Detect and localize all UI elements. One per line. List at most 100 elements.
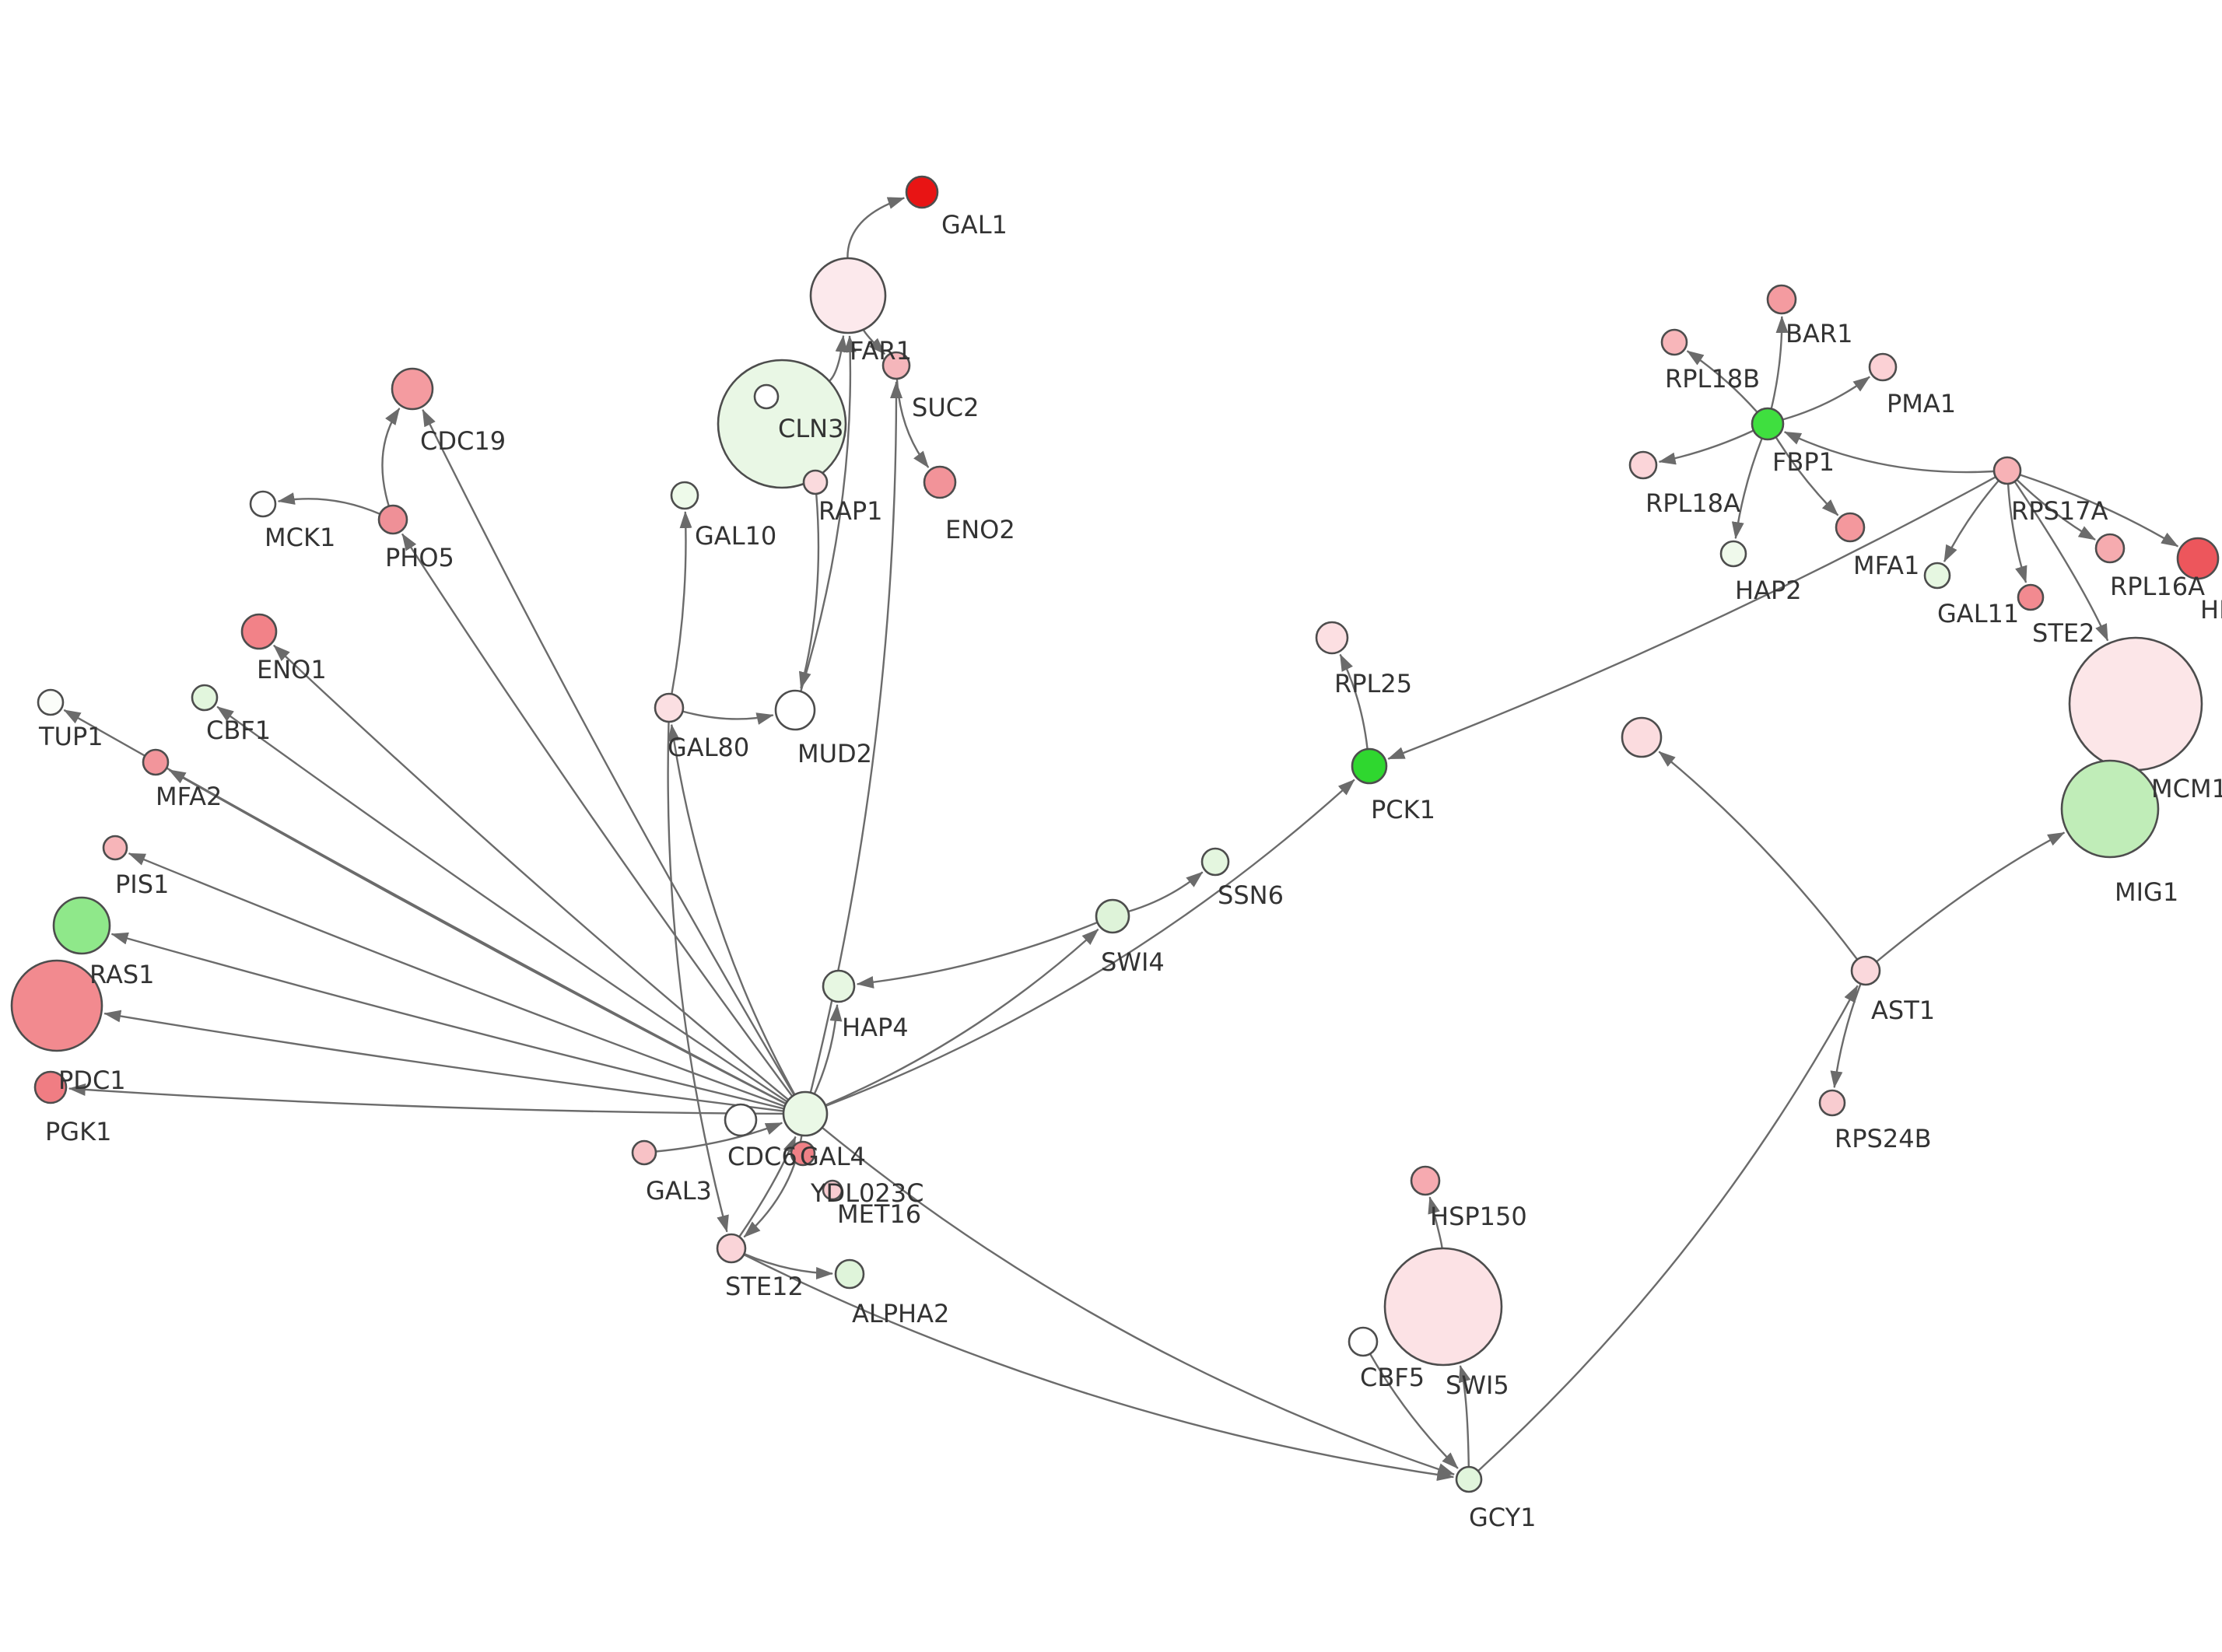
edge-MUD2-FAR1[interactable]: [800, 335, 857, 692]
node-STE2[interactable]: [2017, 583, 2045, 611]
node-YDL023C[interactable]: [790, 1140, 816, 1167]
edge-STE12-ALPHA2[interactable]: [744, 1252, 833, 1280]
node-RPS17A[interactable]: [1992, 456, 2022, 485]
node-GAL80[interactable]: [654, 692, 685, 723]
node-FAR1[interactable]: [809, 257, 887, 334]
edge-SWI4-SSN6[interactable]: [1127, 871, 1204, 913]
edge-PHO5-MCK1[interactable]: [277, 492, 380, 516]
edge-PCK1-RPL25[interactable]: [1339, 653, 1369, 750]
edge-AST1-UN2[interactable]: [1658, 751, 1859, 961]
node-RPS24B[interactable]: [1818, 1089, 1846, 1117]
edge-GAL80-MUD2[interactable]: [682, 710, 774, 725]
edge-RPS17A-FBP1[interactable]: [1783, 431, 1995, 474]
node-RPL16A[interactable]: [2094, 533, 2126, 564]
node-SSN6[interactable]: [1200, 847, 1230, 877]
node-GAL1[interactable]: [905, 175, 939, 209]
edge-RPS17A-HIS4[interactable]: [2019, 474, 2179, 548]
node-SUC2[interactable]: [881, 351, 911, 380]
node-FBP1[interactable]: [1751, 407, 1785, 441]
node-MFA2[interactable]: [142, 748, 170, 776]
edge-GAL3-GAL4[interactable]: [655, 1122, 783, 1153]
edge-RPS17A-RPL16A[interactable]: [2016, 478, 2096, 541]
node-PMA1[interactable]: [1868, 352, 1898, 382]
edge-GAL4-ENO1[interactable]: [273, 644, 790, 1101]
edge-RPS17A-MCM1[interactable]: [2013, 481, 2109, 642]
node-CDC19[interactable]: [391, 367, 434, 411]
edge-GAL4-CDC19[interactable]: [422, 409, 795, 1096]
edge-GAL80-GAL10[interactable]: [671, 511, 692, 695]
node-CLN3[interactable]: [717, 359, 847, 489]
edge-FBP1-RPL18A[interactable]: [1658, 429, 1754, 465]
node-MFA1[interactable]: [1835, 512, 1866, 543]
edge-GAL4-SWI4[interactable]: [825, 929, 1099, 1107]
node-GAL4[interactable]: [782, 1090, 829, 1137]
edge-FAR1-SUC2[interactable]: [862, 329, 886, 355]
edge-RPS17A-GAL11[interactable]: [1943, 480, 1999, 562]
edge-FAR1-GAL1[interactable]: [846, 197, 906, 259]
edge-SUC2-ENO2[interactable]: [895, 378, 930, 468]
node-ALPHA2[interactable]: [834, 1258, 865, 1290]
node-CBF1[interactable]: [191, 684, 219, 712]
node-RPL25[interactable]: [1315, 621, 1349, 655]
node-UN2[interactable]: [1621, 716, 1663, 758]
edge-FBP1-HAP2[interactable]: [1731, 438, 1763, 540]
edge-GAL4-MFA2[interactable]: [168, 768, 787, 1105]
node-TUP1[interactable]: [37, 688, 65, 716]
edge-GCY1-SWI5[interactable]: [1458, 1364, 1471, 1468]
node-PCK1[interactable]: [1351, 747, 1388, 785]
edge-GAL4-PGK1[interactable]: [68, 1083, 784, 1115]
node-PHO5[interactable]: [377, 504, 408, 535]
node-GAL3[interactable]: [631, 1139, 657, 1166]
edge-GAL4-GAL80[interactable]: [668, 723, 796, 1096]
edge-GAL4-CBF1[interactable]: [216, 705, 788, 1103]
edge-RPS17A-PCK1[interactable]: [1387, 476, 1996, 760]
node-GCY1[interactable]: [1455, 1465, 1483, 1493]
edge-AST1-MIG1[interactable]: [1876, 831, 2066, 963]
node-RPL18B[interactable]: [1660, 328, 1688, 356]
edge-FBP1-RPL18B[interactable]: [1686, 350, 1758, 413]
edge-PHO5-CDC19[interactable]: [381, 408, 401, 507]
node-ENO1[interactable]: [240, 613, 278, 650]
node-MUD2[interactable]: [774, 689, 816, 731]
edge-CBF5-GCY1[interactable]: [1369, 1353, 1459, 1469]
edge-GAL4-PCK1[interactable]: [825, 779, 1355, 1108]
edge-FBP1-PMA1[interactable]: [1782, 376, 1870, 421]
edge-GAL4-PDC1[interactable]: [103, 1010, 784, 1112]
edge-FBP1-MFA1[interactable]: [1775, 436, 1839, 516]
node-MIG1[interactable]: [2060, 759, 2160, 859]
edge-SWI5-HSP150[interactable]: [1428, 1196, 1443, 1249]
edge-GAL4-TUP1[interactable]: [63, 709, 787, 1105]
edge-GAL4-PHO5[interactable]: [401, 533, 794, 1097]
node-GAL11[interactable]: [1923, 562, 1951, 590]
edge-GAL4-GCY1[interactable]: [821, 1126, 1455, 1475]
edge-GAL4-PIS1[interactable]: [128, 852, 786, 1108]
edge-STE12-GAL4[interactable]: [738, 1136, 797, 1237]
edge-STE12-GCY1[interactable]: [743, 1253, 1455, 1482]
node-MCM1[interactable]: [2068, 636, 2203, 772]
node-SWI5[interactable]: [1383, 1247, 1503, 1367]
node-HAP4[interactable]: [822, 969, 856, 1003]
node-UN1[interactable]: [753, 383, 780, 410]
node-PIS1[interactable]: [102, 835, 128, 861]
node-SWI4[interactable]: [1095, 898, 1130, 934]
node-CBF5[interactable]: [1348, 1326, 1379, 1357]
edge-CLN3-FAR1[interactable]: [829, 334, 848, 382]
edge-GAL80-STE12[interactable]: [667, 721, 729, 1233]
node-STE12[interactable]: [716, 1233, 747, 1264]
edge-GAL4-RAS1[interactable]: [110, 932, 785, 1110]
node-HSP150[interactable]: [1410, 1165, 1441, 1196]
node-PGK1[interactable]: [33, 1070, 68, 1104]
node-RAP1[interactable]: [802, 469, 829, 495]
edge-RPS17A-STE2[interactable]: [2006, 483, 2027, 583]
edge-SWI4-HAP4[interactable]: [856, 921, 1099, 989]
node-RPL18A[interactable]: [1628, 450, 1658, 480]
node-GAL10[interactable]: [670, 481, 699, 510]
node-HAP2[interactable]: [1719, 540, 1747, 568]
edge-RAP1-MUD2[interactable]: [798, 493, 820, 689]
edge-AST1-RPS24B[interactable]: [1830, 983, 1862, 1089]
node-PDC1[interactable]: [10, 959, 103, 1052]
node-ENO2[interactable]: [923, 465, 957, 499]
node-AST1[interactable]: [1850, 955, 1881, 986]
edge-GCY1-AST1[interactable]: [1477, 985, 1859, 1472]
node-HIS4[interactable]: [2176, 537, 2220, 580]
